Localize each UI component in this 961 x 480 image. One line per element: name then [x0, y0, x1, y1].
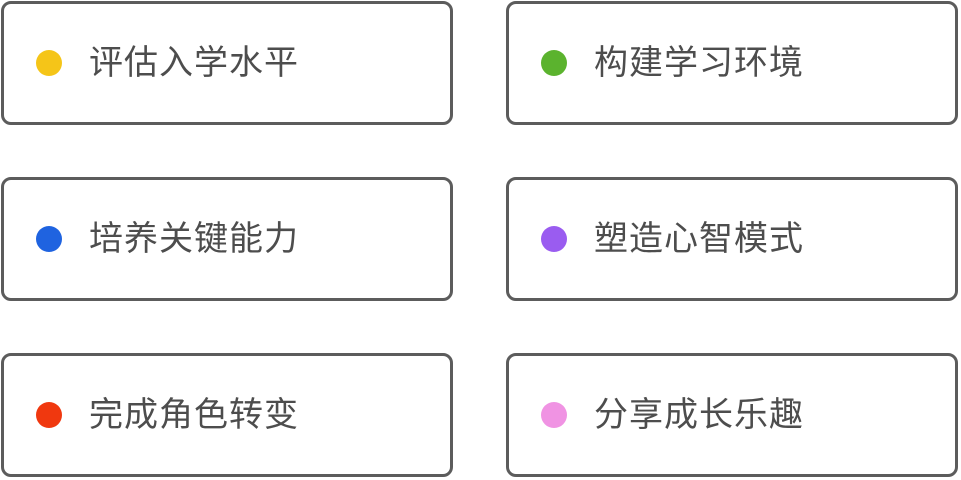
card-shape-mindset: 塑造心智模式: [506, 177, 958, 301]
card-complete-role-transition: 完成角色转变: [1, 353, 453, 477]
card-develop-key-abilities: 培养关键能力: [1, 177, 453, 301]
card-share-growth-joy: 分享成长乐趣: [506, 353, 958, 477]
card-label: 塑造心智模式: [594, 219, 804, 259]
red-dot-icon: [36, 402, 62, 428]
card-label: 分享成长乐趣: [594, 395, 804, 435]
card-label: 完成角色转变: [89, 395, 299, 435]
card-build-learning-environment: 构建学习环境: [506, 1, 958, 125]
blue-dot-icon: [36, 226, 62, 252]
card-label: 培养关键能力: [89, 219, 299, 259]
card-label: 构建学习环境: [594, 43, 804, 83]
card-label: 评估入学水平: [89, 43, 299, 83]
pink-dot-icon: [541, 402, 567, 428]
green-dot-icon: [541, 50, 567, 76]
yellow-dot-icon: [36, 50, 62, 76]
card-evaluate-entry-level: 评估入学水平: [1, 1, 453, 125]
purple-dot-icon: [541, 226, 567, 252]
